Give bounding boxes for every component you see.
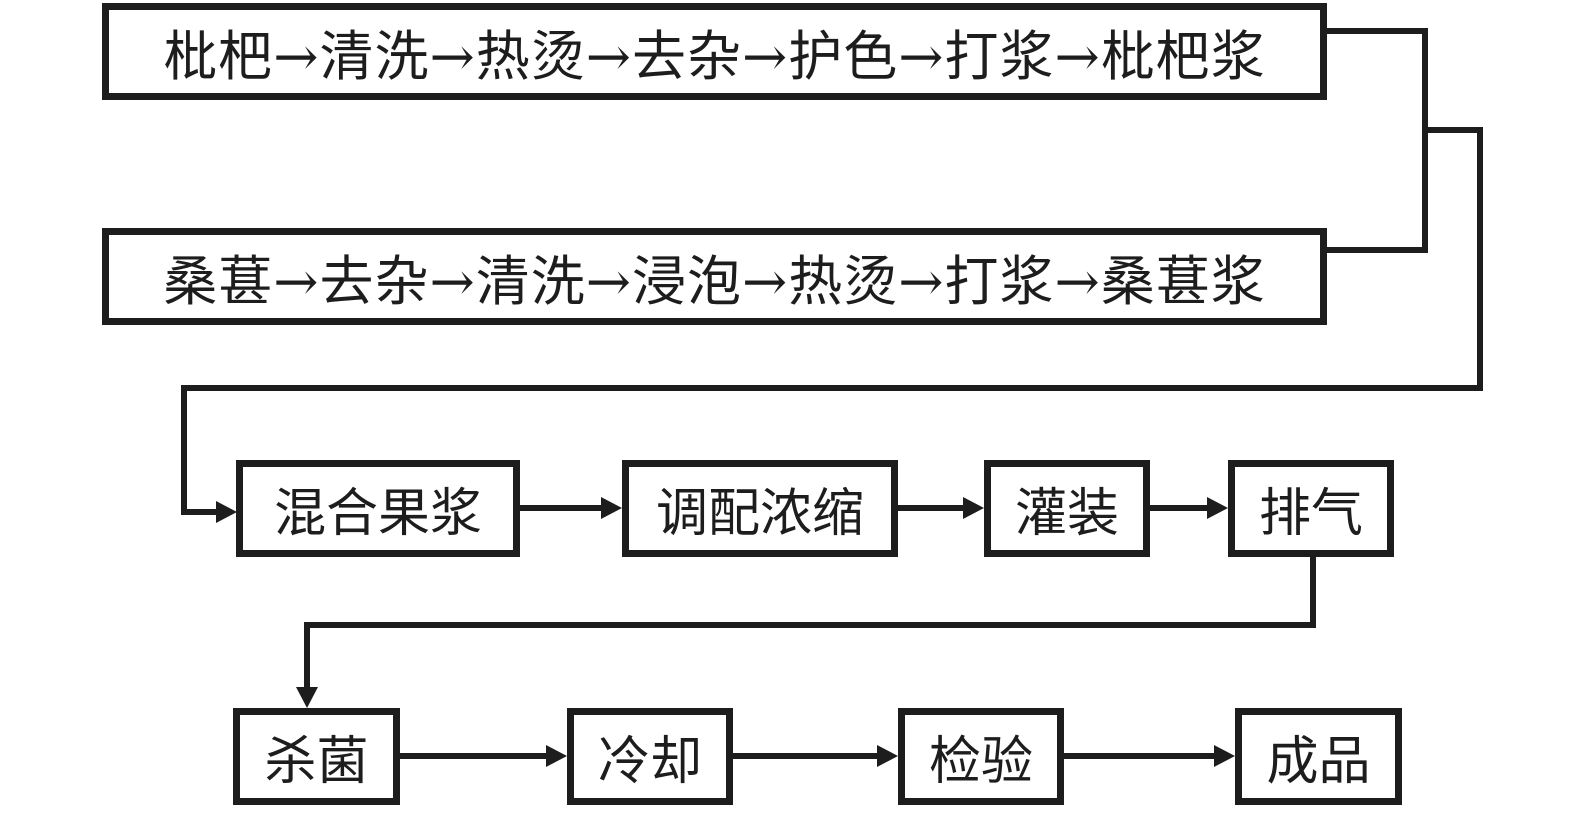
connector-exhaust-drop [1310,557,1316,628]
connector-sterilize-cooling [400,753,548,759]
flow-box-sterilize: 杀菌 [233,708,400,805]
connector-right-drop [1477,127,1483,391]
connector-blend-filling [898,505,966,511]
connector-long-return [181,385,1483,391]
connector-mulberry-stub [1327,247,1428,253]
connector-loquat-stub [1327,28,1428,34]
flow-box-mixed-pulp: 混合果浆 [236,460,520,557]
connector-filling-exhaust [1150,505,1210,511]
arrowhead-right-icon [216,501,237,523]
connector-left-drop [181,385,187,515]
flow-box-inspection: 检验 [898,708,1064,805]
arrowhead-right-icon [1207,497,1228,519]
connector-branch-stub [1428,127,1483,133]
connector-mixedpulp-blend [520,505,604,511]
connector-exhaust-return [304,622,1316,628]
flow-box-blend-concentrate: 调配浓缩 [622,460,898,557]
arrowhead-right-icon [963,497,984,519]
flow-box-exhaust: 排气 [1228,460,1394,557]
connector-inspection-finished [1064,753,1216,759]
connector-sterilize-drop [304,622,310,688]
connector-into-mixed-pulp [184,509,218,515]
arrowhead-right-icon [546,745,567,767]
flow-box-loquat-prep: 枇杷→清洗→热烫→去杂→护色→打浆→枇杷浆 [102,3,1327,100]
arrowhead-right-icon [601,497,622,519]
flow-box-cooling: 冷却 [567,708,733,805]
connector-join-vertical [1422,28,1428,253]
flow-box-finished-product: 成品 [1235,708,1402,805]
arrowhead-down-icon [296,687,318,708]
flow-box-filling: 灌装 [984,460,1150,557]
flow-box-mulberry-prep: 桑葚→去杂→清洗→浸泡→热烫→打浆→桑葚浆 [102,228,1327,325]
connector-cooling-inspection [733,753,879,759]
arrowhead-right-icon [1214,745,1235,767]
arrowhead-right-icon [877,745,898,767]
